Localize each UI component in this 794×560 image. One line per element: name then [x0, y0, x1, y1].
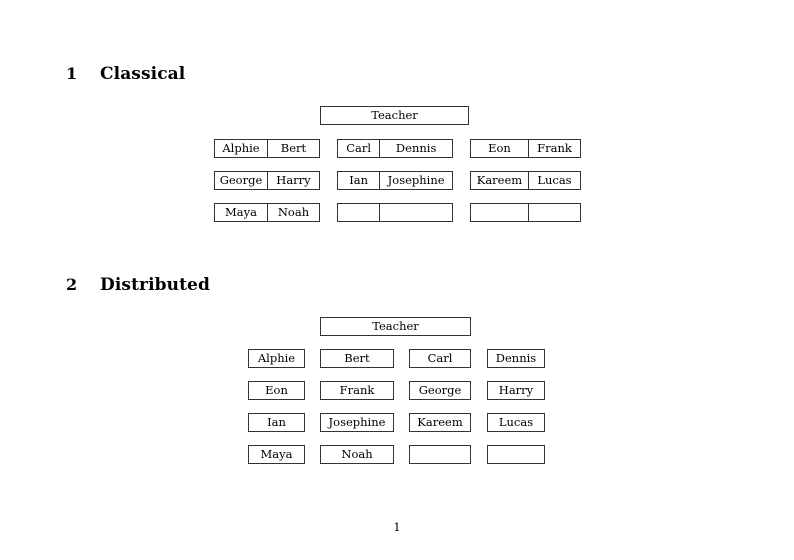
student-box[interactable]: George	[409, 381, 471, 400]
student-box[interactable]: Bert	[320, 349, 394, 368]
cell-student[interactable]: Bert	[266, 140, 319, 157]
student-box[interactable]: Frank	[320, 381, 394, 400]
student-box[interactable]: Lucas	[487, 413, 545, 432]
student-box[interactable]: Noah	[320, 445, 394, 464]
table-row[interactable]: Ian Josephine	[337, 171, 453, 190]
student-box[interactable]: Ian	[248, 413, 305, 432]
student-box[interactable]: Harry	[487, 381, 545, 400]
teacher-box-classical[interactable]: Teacher	[320, 106, 469, 125]
cell-student[interactable]: Josephine	[379, 172, 452, 189]
table-row[interactable]: Eon Frank	[470, 139, 581, 158]
cell-student[interactable]: Harry	[266, 172, 319, 189]
section-number: 1	[66, 64, 78, 83]
section-title: Distributed	[100, 275, 210, 295]
section-number: 2	[66, 275, 78, 294]
student-box[interactable]: Josephine	[320, 413, 394, 432]
cell-student[interactable]: Dennis	[379, 140, 452, 157]
cell-student[interactable]: Eon	[488, 140, 511, 155]
page-number: 1	[393, 520, 401, 534]
student-box[interactable]: Eon	[248, 381, 305, 400]
cell-empty[interactable]	[379, 204, 452, 221]
table-row[interactable]: George Harry	[214, 171, 320, 190]
cell-student[interactable]: Alphie	[222, 140, 260, 155]
cell-student[interactable]: Carl	[346, 140, 372, 155]
student-box[interactable]: Kareem	[409, 413, 471, 432]
table-row[interactable]	[470, 203, 581, 222]
cell-empty[interactable]	[527, 204, 580, 221]
table-row[interactable]: Carl Dennis	[337, 139, 453, 158]
student-box[interactable]: Alphie	[248, 349, 305, 368]
cell-student[interactable]: Maya	[225, 204, 257, 219]
table-row[interactable]: Alphie Bert	[214, 139, 320, 158]
cell-student[interactable]: George	[219, 172, 263, 187]
section-heading-distributed: 2 Distributed	[66, 275, 210, 295]
cell-empty[interactable]	[338, 204, 379, 221]
section-heading-classical: 1 Classical	[66, 64, 185, 84]
cell-student[interactable]: Frank	[527, 140, 580, 157]
teacher-box-distributed[interactable]: Teacher	[320, 317, 471, 336]
table-row[interactable]: Maya Noah	[214, 203, 320, 222]
cell-student[interactable]: Noah	[266, 204, 319, 221]
table-row[interactable]	[337, 203, 453, 222]
student-box[interactable]: Maya	[248, 445, 305, 464]
cell-student[interactable]: Kareem	[476, 172, 523, 187]
cell-student[interactable]: Ian	[349, 172, 369, 187]
cell-student[interactable]: Lucas	[527, 172, 580, 189]
empty-box[interactable]	[487, 445, 545, 464]
student-box[interactable]: Carl	[409, 349, 471, 368]
section-title: Classical	[100, 64, 186, 84]
cell-empty[interactable]	[471, 204, 528, 221]
empty-box[interactable]	[409, 445, 471, 464]
student-box[interactable]: Dennis	[487, 349, 545, 368]
table-row[interactable]: Kareem Lucas	[470, 171, 581, 190]
